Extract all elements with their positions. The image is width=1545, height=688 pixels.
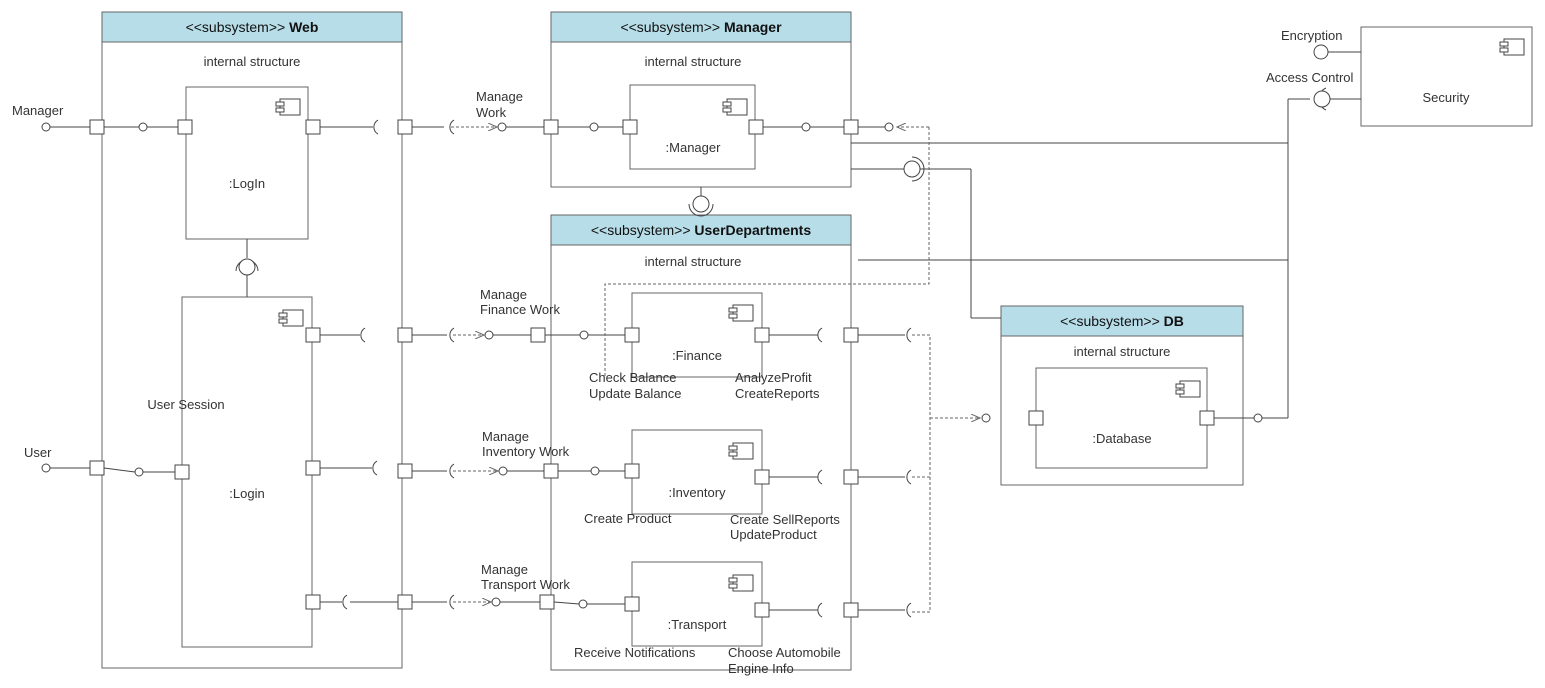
subsystem-header <box>550 11 852 43</box>
component-icon <box>1499 38 1525 56</box>
subsystem-subtitle: internal structure <box>645 54 742 69</box>
manage-transport-label-1: Manage <box>481 562 528 577</box>
subsystem-subtitle: internal structure <box>645 254 742 269</box>
subsystem-header <box>550 214 852 246</box>
balls <box>41 44 1331 609</box>
subsystem-header <box>101 11 403 43</box>
manage-work-label-1: Manage <box>476 89 523 104</box>
component-icon <box>278 309 304 327</box>
access-control-label: Access Control <box>1266 70 1354 85</box>
manage-work-label-2: Work <box>476 105 507 120</box>
component-inventory[interactable]: :Inventory <box>631 429 763 515</box>
component-icon <box>728 574 754 592</box>
manage-finance-label-1: Manage <box>480 287 527 302</box>
component-login-top[interactable]: :LogIn <box>185 86 309 240</box>
finance-right-label-2: CreateReports <box>735 386 820 401</box>
component-finance[interactable]: :Finance <box>631 292 763 378</box>
finance-left-label-2: Update Balance <box>589 386 682 401</box>
actor-manager-label: Manager <box>12 103 64 118</box>
component-label: :Login <box>229 486 264 501</box>
component-label: Security <box>1423 90 1470 105</box>
subsystem-title: <<subsystem>> Web <box>186 19 319 35</box>
manage-inventory-label-2: Inventory Work <box>482 444 570 459</box>
inventory-right-label-1: Create SellReports <box>730 512 840 527</box>
transport-right-label-2: Engine Info <box>728 661 794 676</box>
component-security[interactable]: Security <box>1360 26 1533 127</box>
ports <box>89 119 1215 618</box>
component-label: :LogIn <box>229 176 265 191</box>
component-label: :Database <box>1092 431 1151 446</box>
encryption-label: Encryption <box>1281 28 1342 43</box>
subsystem-title: <<subsystem>> DB <box>1060 313 1184 329</box>
subsystem-subtitle: internal structure <box>1074 344 1171 359</box>
component-icon <box>728 304 754 322</box>
component-label: :Transport <box>668 617 727 632</box>
component-transport[interactable]: :Transport <box>631 561 763 647</box>
component-user-session[interactable]: User Session :Login <box>147 296 313 648</box>
manage-transport-label-2: Transport Work <box>481 577 570 592</box>
component-manager[interactable]: :Manager <box>629 84 756 170</box>
component-icon <box>728 442 754 460</box>
connectors <box>50 51 1361 611</box>
component-icon <box>275 98 301 116</box>
labels: Manager User Encryption Access Control M… <box>12 28 1354 676</box>
component-label: User Session <box>147 397 224 412</box>
finance-right-label-1: AnalyzeProfit <box>735 370 812 385</box>
inventory-right-label-2: UpdateProduct <box>730 527 817 542</box>
component-label: :Finance <box>672 348 722 363</box>
finance-left-label-1: Check Balance <box>589 370 676 385</box>
subsystem-title: <<subsystem>> UserDepartments <box>591 222 811 238</box>
component-label: :Manager <box>666 140 722 155</box>
component-label: :Inventory <box>668 485 726 500</box>
component-icon <box>1175 380 1201 398</box>
component-icon <box>722 98 748 116</box>
subsystem-subtitle: internal structure <box>204 54 301 69</box>
subsystem-title: <<subsystem>> Manager <box>620 19 782 35</box>
inventory-left-label: Create Product <box>584 511 672 526</box>
component-database[interactable]: :Database <box>1035 367 1208 469</box>
dependencies <box>451 127 980 613</box>
transport-right-label-1: Choose Automobile <box>728 645 841 660</box>
manage-finance-label-2: Finance Work <box>480 302 560 317</box>
transport-left-label: Receive Notifications <box>574 645 696 660</box>
subsystem-header <box>1000 305 1244 337</box>
actor-user-label: User <box>24 445 52 460</box>
manage-inventory-label-1: Manage <box>482 429 529 444</box>
